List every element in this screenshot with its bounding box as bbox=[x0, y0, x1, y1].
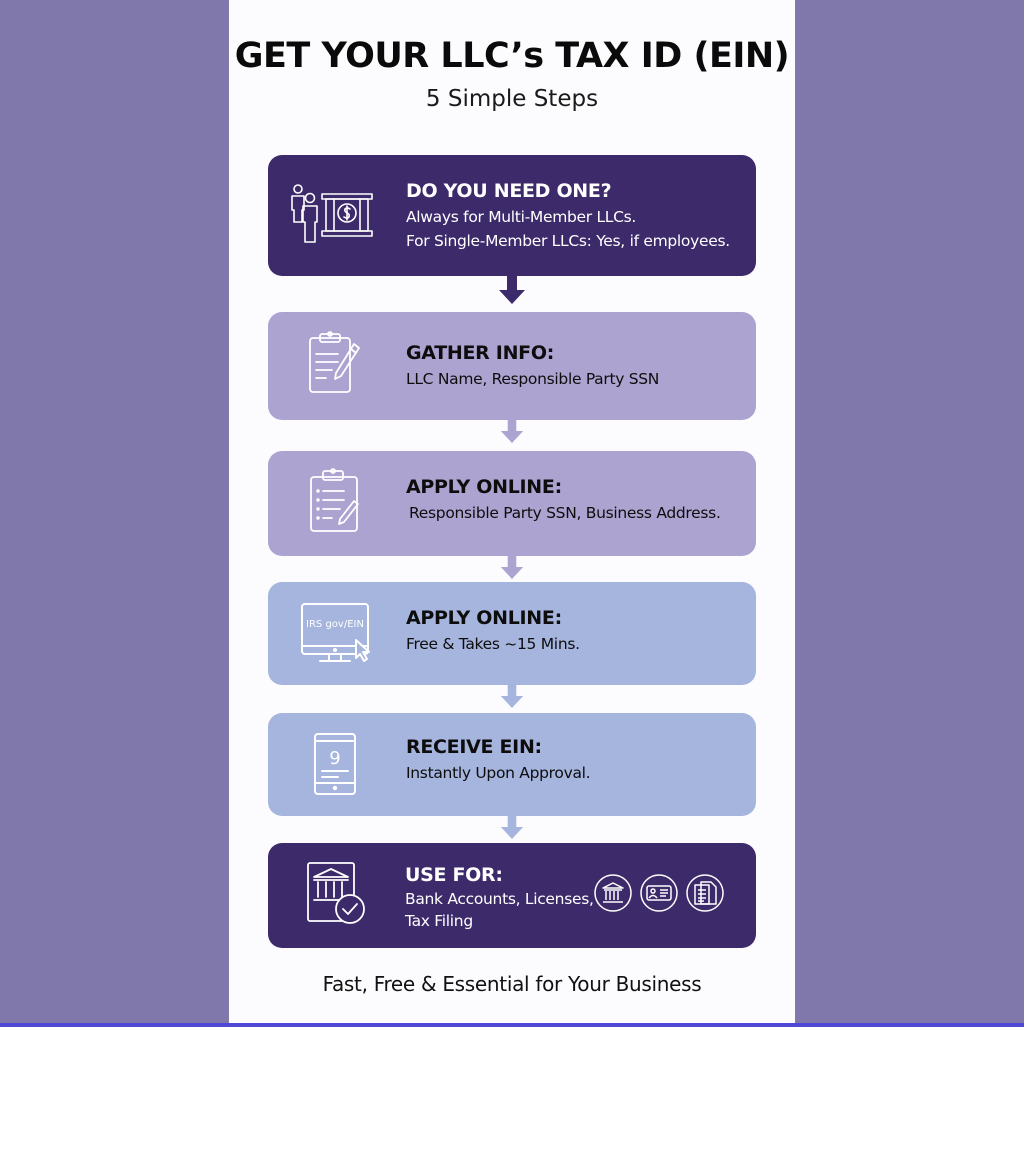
tablet-icon: 9 bbox=[312, 731, 358, 797]
step-heading: RECEIVE EIN: bbox=[406, 736, 542, 758]
step-line: Free & Takes ~15 Mins. bbox=[406, 635, 580, 653]
step-heading: USE FOR: bbox=[405, 864, 503, 886]
documents-circle-icon bbox=[685, 873, 725, 913]
step-gather-info: GATHER INFO: LLC Name, Responsible Party… bbox=[268, 312, 756, 420]
step-heading: APPLY ONLINE: bbox=[406, 607, 562, 629]
step-body: Always for Multi-Member LLCs. For Single… bbox=[406, 205, 730, 253]
arrow-down-icon bbox=[497, 276, 527, 304]
step-body: Free & Takes ~15 Mins. bbox=[406, 632, 580, 656]
step-line: Always for Multi-Member LLCs. bbox=[406, 208, 637, 226]
step-heading: DO YOU NEED ONE? bbox=[406, 180, 612, 202]
step-line: Bank Accounts, Licenses, bbox=[405, 890, 594, 908]
svg-text:9: 9 bbox=[329, 748, 340, 769]
id-card-circle-icon bbox=[639, 873, 679, 913]
step-apply-online-info: APPLY ONLINE: Responsible Party SSN, Bus… bbox=[268, 451, 756, 556]
step-line: Responsible Party SSN, Business Address. bbox=[409, 504, 721, 522]
step-heading: APPLY ONLINE: bbox=[406, 476, 562, 498]
step-apply-online-time: IRS gov/EIN APPLY ONLINE: Free & Takes ~… bbox=[268, 582, 756, 685]
step-body: LLC Name, Responsible Party SSN bbox=[406, 367, 659, 391]
step-body: Bank Accounts, Licenses, Tax Filing bbox=[405, 888, 594, 932]
step-use-for: USE FOR: Bank Accounts, Licenses, Tax Fi… bbox=[268, 843, 756, 948]
bottom-divider bbox=[0, 1023, 1024, 1027]
step-receive-ein: 9 RECEIVE EIN: Instantly Upon Approval. bbox=[268, 713, 756, 816]
people-and-money-vault-icon bbox=[288, 177, 378, 257]
step-heading: GATHER INFO: bbox=[406, 342, 555, 364]
step-line: Tax Filing bbox=[405, 912, 473, 930]
arrow-down-icon bbox=[497, 815, 527, 839]
computer-monitor-icon: IRS gov/EIN bbox=[298, 600, 378, 668]
step-body: Instantly Upon Approval. bbox=[406, 761, 591, 785]
use-for-icons bbox=[593, 873, 728, 913]
footer-tagline: Fast, Free & Essential for Your Business bbox=[322, 972, 702, 996]
svg-text:IRS gov/EIN: IRS gov/EIN bbox=[306, 619, 364, 630]
infographic-page: GET YOUR LLC’s TAX ID (EIN) 5 Simple Ste… bbox=[229, 0, 795, 1024]
arrow-down-icon bbox=[497, 419, 527, 443]
page-title: GET YOUR LLC’s TAX ID (EIN) bbox=[234, 36, 790, 76]
clipboard-pencil-icon bbox=[298, 330, 373, 400]
step-line: LLC Name, Responsible Party SSN bbox=[406, 370, 660, 388]
bank-circle-icon bbox=[593, 873, 633, 913]
step-line: For Single-Member LLCs: Yes, if employee… bbox=[406, 232, 730, 250]
step-body: Responsible Party SSN, Business Address. bbox=[409, 501, 721, 525]
step-do-you-need-one: DO YOU NEED ONE? Always for Multi-Member… bbox=[268, 155, 756, 276]
page-subtitle: 5 Simple Steps bbox=[425, 86, 599, 112]
checklist-clipboard-icon bbox=[298, 467, 373, 537]
bank-check-icon bbox=[306, 861, 368, 927]
arrow-down-icon bbox=[497, 555, 527, 579]
arrow-down-icon bbox=[497, 684, 527, 708]
step-line: Instantly Upon Approval. bbox=[406, 764, 591, 782]
